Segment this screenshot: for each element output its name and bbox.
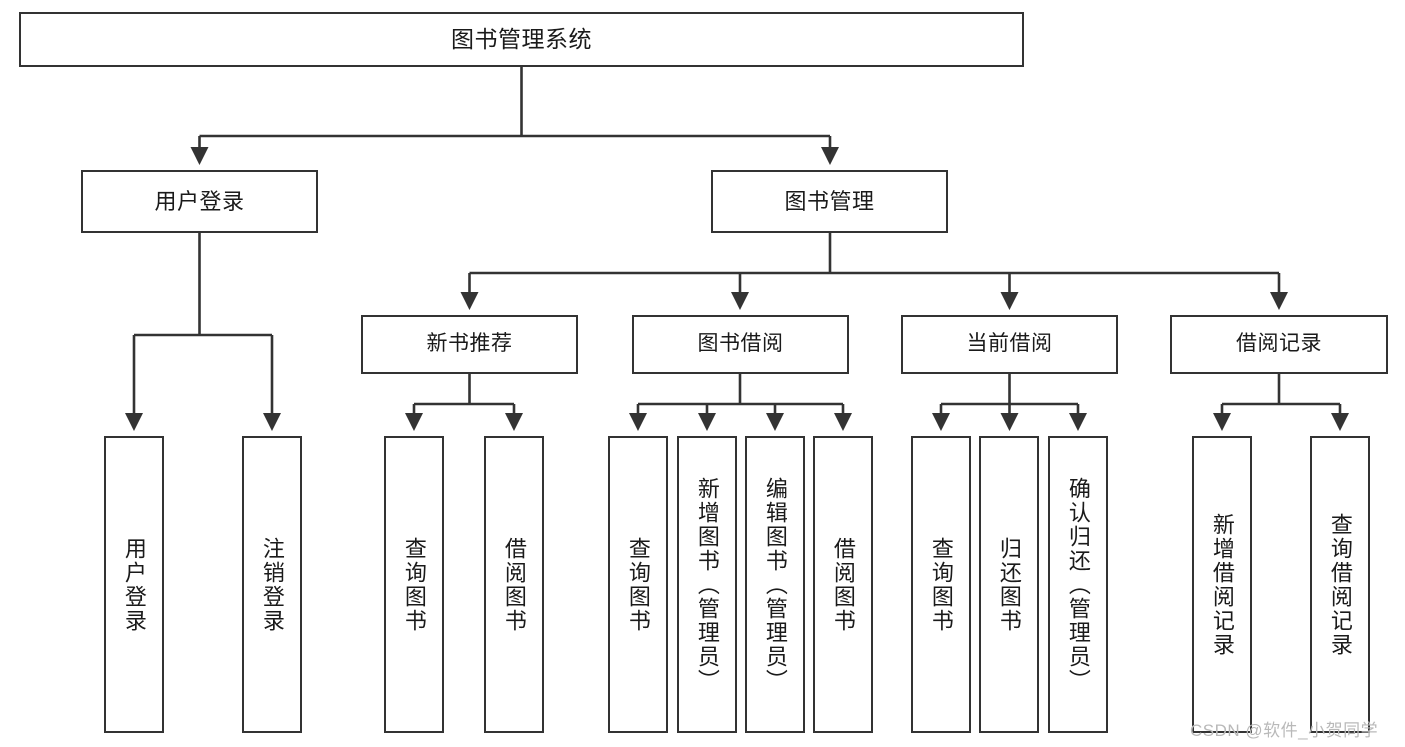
node-label: 查询图书: [625, 536, 651, 633]
node-label: 借阅图书: [501, 536, 527, 633]
leaf-return-book[interactable]: 归还图书: [979, 436, 1039, 733]
node-new-book-recommend[interactable]: 新书推荐: [361, 315, 578, 374]
node-label: 新书推荐: [426, 332, 513, 356]
node-user-login[interactable]: 用户登录: [81, 170, 318, 233]
leaf-query-book-borrow[interactable]: 查询图书: [608, 436, 668, 733]
node-label: 借阅记录: [1236, 332, 1322, 356]
node-label: 当前借阅: [966, 332, 1053, 356]
node-label: 图书借阅: [697, 332, 784, 356]
node-label: 新增图书（管理员）: [694, 476, 720, 693]
node-label: 新增借阅记录: [1209, 512, 1235, 657]
node-label: 借阅图书: [830, 536, 856, 633]
node-label: 查询图书: [401, 536, 427, 633]
node-label: 查询借阅记录: [1327, 512, 1353, 657]
node-label: 归还图书: [996, 536, 1022, 633]
node-current-borrow[interactable]: 当前借阅: [901, 315, 1118, 374]
node-label: 编辑图书（管理员）: [762, 476, 788, 693]
node-label: 用户登录: [121, 536, 147, 633]
leaf-user-logout[interactable]: 注销登录: [242, 436, 302, 733]
leaf-query-borrow-record[interactable]: 查询借阅记录: [1310, 436, 1370, 733]
leaf-borrow-book[interactable]: 借阅图书: [813, 436, 873, 733]
node-root-system[interactable]: 图书管理系统: [19, 12, 1024, 67]
node-label: 注销登录: [259, 536, 285, 633]
leaf-query-book-recommend[interactable]: 查询图书: [384, 436, 444, 733]
csdn-watermark: CSDN @软件_小贺同学: [1190, 721, 1379, 740]
leaf-borrow-book-recommend[interactable]: 借阅图书: [484, 436, 544, 733]
leaf-add-book-admin[interactable]: 新增图书（管理员）: [677, 436, 737, 733]
leaf-add-borrow-record[interactable]: 新增借阅记录: [1192, 436, 1252, 733]
leaf-query-book-current[interactable]: 查询图书: [911, 436, 971, 733]
leaf-user-login[interactable]: 用户登录: [104, 436, 164, 733]
node-book-borrow[interactable]: 图书借阅: [632, 315, 849, 374]
leaf-confirm-return-admin[interactable]: 确认归还（管理员）: [1048, 436, 1108, 733]
node-book-management[interactable]: 图书管理: [711, 170, 948, 233]
node-label: 图书管理系统: [451, 26, 592, 53]
node-borrow-record[interactable]: 借阅记录: [1170, 315, 1388, 374]
leaf-edit-book-admin[interactable]: 编辑图书（管理员）: [745, 436, 805, 733]
node-label: 查询图书: [928, 536, 954, 633]
node-label: 图书管理: [784, 188, 875, 214]
node-label: 确认归还（管理员）: [1065, 476, 1091, 693]
node-label: 用户登录: [154, 188, 245, 214]
